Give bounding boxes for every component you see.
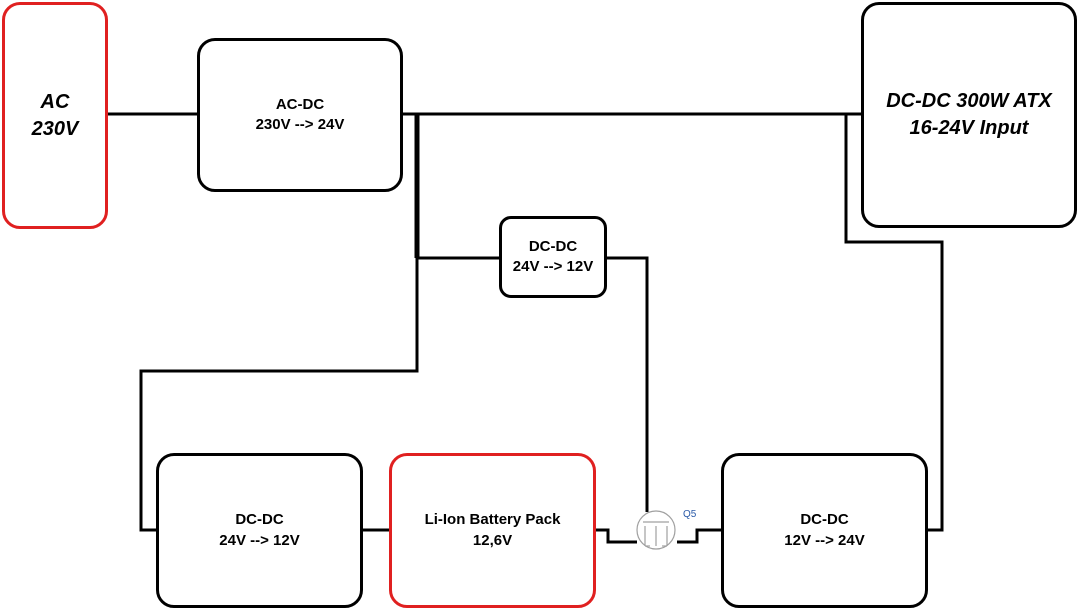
wire-trunk-to-charger [139,258,419,532]
ac-dc-converter-block: AC-DC 230V --> 24V [197,38,403,192]
wire-boost-to-atx [844,114,944,532]
atx-psu-input: 16-24V Input [909,117,1029,139]
ac-source-label: AC [40,90,70,113]
wire-q5-to-boost [677,528,723,544]
dcdc-charger-label: DC-DC [235,511,284,529]
ac-dc-label: AC-DC [275,95,325,113]
ac-dc-rating: 230V --> 24V [255,116,345,133]
dcdc-boost-rating: 12V --> 24V [784,531,865,549]
battery-pack-label: Li-Ion Battery Pack [424,511,561,529]
dcdc-top-label: DC-DC [528,237,578,255]
dcdc-boost-label: DC-DC [800,511,849,529]
atx-psu-label: DC-DC 300W ATX [886,90,1052,112]
dcdc-top-block: DC-DC 24V --> 12V [499,216,607,298]
dcdc-boost-block: DC-DC 12V --> 24V [721,453,928,608]
wire-dcdc-top-to-q5-gate [605,256,649,512]
battery-pack-voltage: 12,6V [472,531,513,549]
atx-psu-block: DC-DC 300W ATX 16-24V Input [861,2,1077,228]
ac-source-block: AC 230V [2,2,108,229]
mosfet-symbol-icon [636,510,676,550]
transistor-label: Q5 [683,509,697,520]
wire-battery-to-q5 [595,528,637,544]
dcdc-top-rating: 24V --> 12V [512,258,594,275]
dcdc-charger-rating: 24V --> 12V [219,531,300,549]
dcdc-charger-block: DC-DC 24V --> 12V [156,453,363,608]
battery-pack-block: Li-Ion Battery Pack 12,6V [389,453,596,608]
ac-source-voltage: 230V [31,117,79,140]
